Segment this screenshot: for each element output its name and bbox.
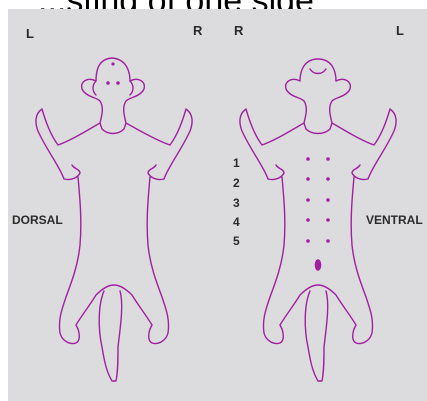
ventral-mouse-outline — [8, 9, 427, 401]
mammary-dot — [326, 239, 330, 243]
ventral-left-arm — [240, 109, 304, 180]
mammary-dot — [326, 198, 330, 202]
ventral-muzzle — [310, 69, 326, 74]
mammary-dot — [306, 177, 310, 181]
mammary-dot — [306, 198, 310, 202]
mammary-dot — [326, 218, 330, 222]
ventral-genital-mark — [315, 260, 320, 270]
mammary-dot — [306, 239, 310, 243]
mouse-body-chart: L R R L DORSAL VENTRAL 1 2 3 4 5 — [8, 9, 427, 401]
mammary-dot — [326, 177, 330, 181]
mammary-dot — [326, 157, 330, 161]
ventral-right-arm — [332, 109, 396, 180]
mammary-dot — [306, 218, 310, 222]
mammary-dot — [306, 157, 310, 161]
ventral-head — [286, 59, 351, 134]
ventral-tail — [305, 291, 327, 381]
